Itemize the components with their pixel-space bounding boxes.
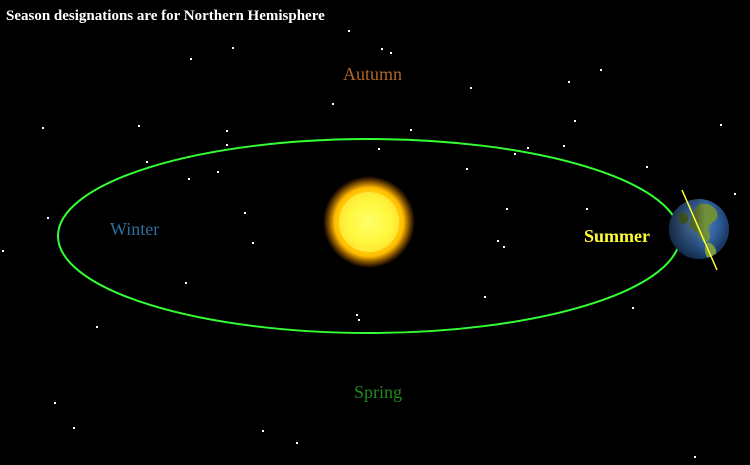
star [358,319,360,321]
star [185,282,187,284]
star [600,69,602,71]
star [470,87,472,89]
star [54,402,56,404]
star [466,168,468,170]
star [734,193,736,195]
star [378,148,380,150]
star [497,240,499,242]
season-label-autumn: Autumn [343,64,403,84]
star [226,130,228,132]
star [646,166,648,168]
star [527,147,529,149]
star [694,456,696,458]
star [73,427,75,429]
star [390,52,392,54]
star [586,208,588,210]
star [563,145,565,147]
season-label-summer: Summer [584,226,650,246]
star [226,144,228,146]
earth-icon [669,189,729,271]
star [2,250,4,252]
star-field [2,30,736,458]
star [190,58,192,60]
star [568,81,570,83]
star [332,103,334,105]
earth-axis [681,189,718,271]
star [356,314,358,316]
star [47,217,49,219]
star [138,125,140,127]
star [514,153,516,155]
star [410,129,412,131]
star [720,124,722,126]
star [96,326,98,328]
star [632,307,634,309]
star [574,120,576,122]
star [146,161,148,163]
diagram-caption: Season designations are for Northern Hem… [6,8,325,24]
star [232,47,234,49]
star [348,30,350,32]
star [42,127,44,129]
sun-icon [323,176,415,268]
season-label-winter: Winter [110,219,160,239]
star [244,212,246,214]
star [381,48,383,50]
star [503,246,505,248]
star [262,430,264,432]
star [506,208,508,210]
star [484,296,486,298]
star [188,178,190,180]
star [296,442,298,444]
season-label-spring: Spring [354,382,403,402]
star [217,171,219,173]
star [252,242,254,244]
